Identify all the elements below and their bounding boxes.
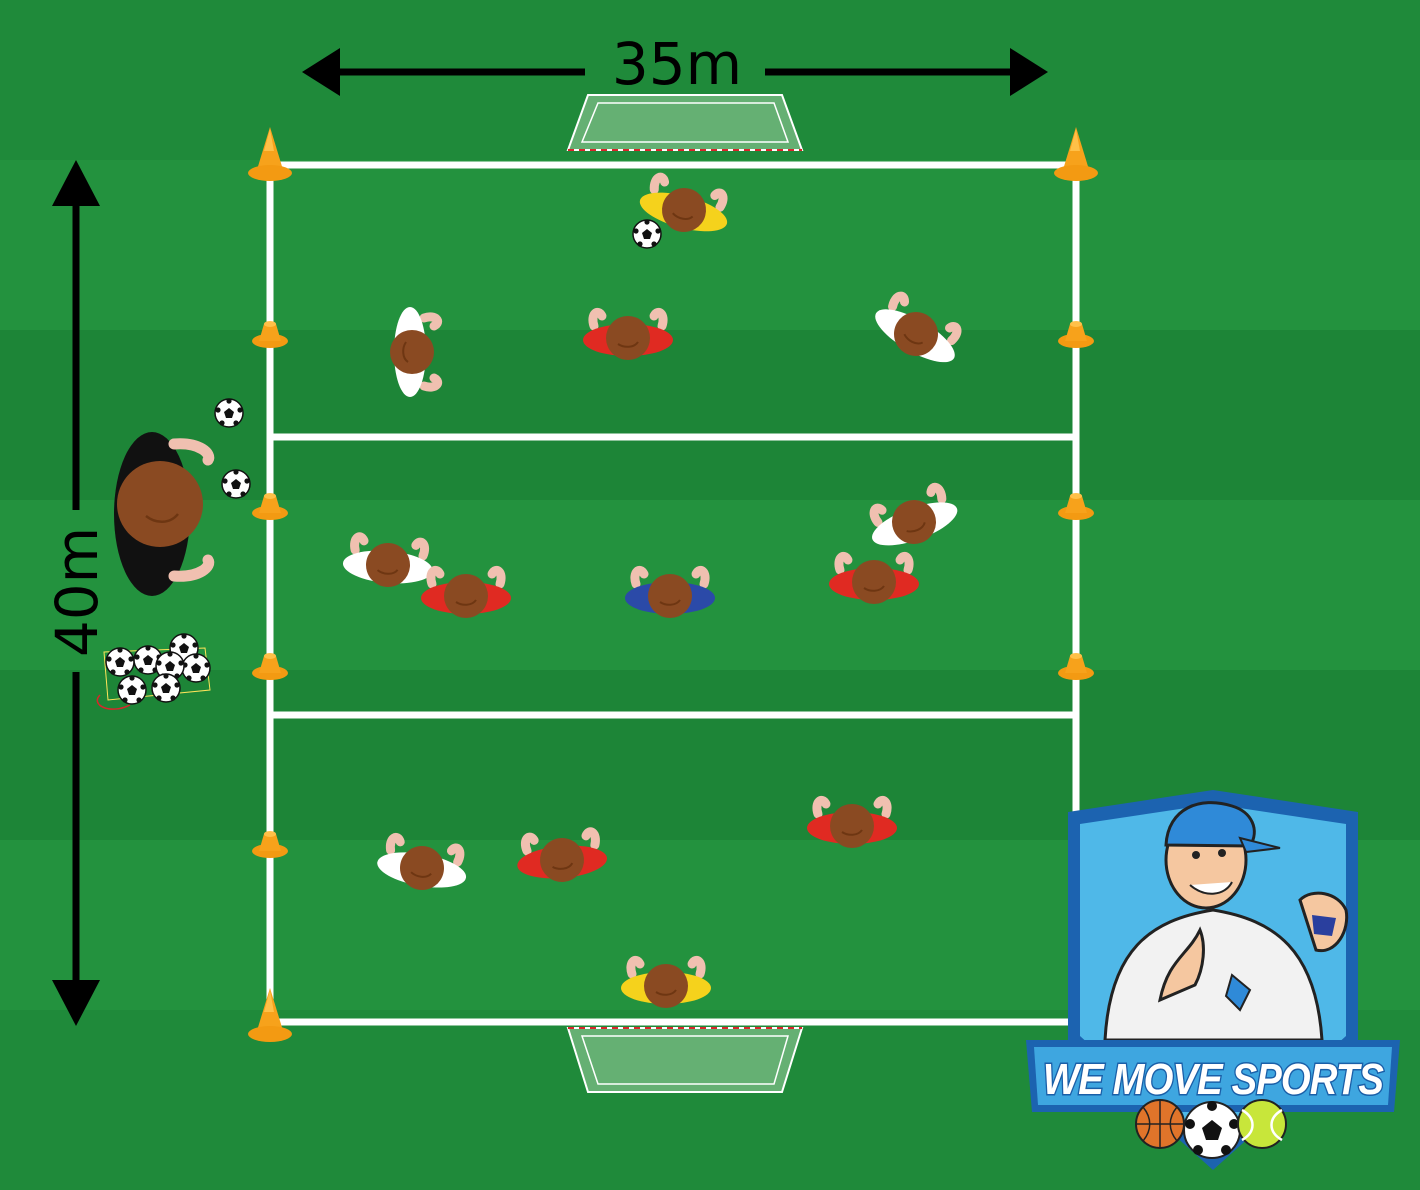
ball-icon [181, 652, 211, 683]
player-red [829, 551, 919, 604]
player-red [583, 307, 673, 360]
player-red [807, 795, 897, 848]
ball-icon [632, 218, 662, 249]
goal-top [566, 94, 804, 151]
ball-icon [117, 674, 147, 705]
player-white [342, 532, 433, 587]
ball-icon [151, 672, 181, 703]
width-dimension: 35m [302, 30, 1048, 98]
ball-icon [221, 468, 251, 499]
arrow-right-icon [1010, 48, 1048, 96]
field-lines [266, 161, 1080, 1026]
arrow-left-icon [302, 48, 340, 96]
player-blue [625, 565, 715, 618]
ball-net [96, 632, 211, 710]
arrow-up-icon [52, 160, 100, 206]
length-label: 40m [43, 527, 111, 657]
player-red [517, 827, 608, 882]
player-white [869, 482, 958, 546]
player-yellow [639, 172, 728, 232]
width-label: 35m [612, 30, 742, 98]
length-dimension: 40m [43, 160, 111, 1026]
ball-icon [105, 646, 135, 677]
logo-text: WE MOVE SPORTS [1043, 1055, 1384, 1104]
goal-bottom [566, 1027, 804, 1093]
coach [114, 432, 215, 596]
arrow-down-icon [52, 980, 100, 1026]
ball-icon [214, 397, 244, 428]
player-white [377, 833, 467, 890]
basketball-icon [1135, 1099, 1185, 1149]
player-yellow [621, 955, 711, 1008]
player-white [390, 307, 443, 397]
brand-logo: WE MOVE SPORTS [1026, 790, 1400, 1170]
soccer-ball-icon [1183, 1101, 1241, 1159]
player-white [875, 291, 962, 363]
tennis-ball-icon [1237, 1099, 1287, 1149]
players [114, 172, 962, 1008]
player-red [421, 565, 511, 618]
